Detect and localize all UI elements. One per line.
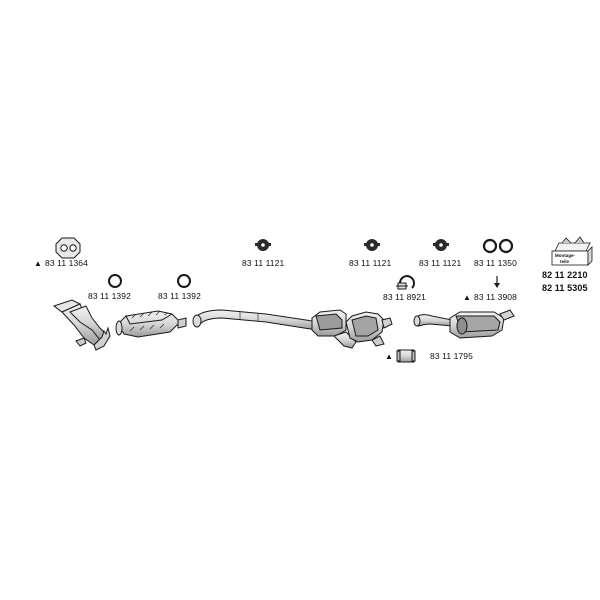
svg-text:Montage-: Montage-	[555, 253, 575, 258]
part-number-flange-gasket: ▲83 11 1364	[34, 258, 88, 268]
part-number-rear-part: ▲83 11 3908	[463, 292, 517, 302]
part-number-sleeve: ▲83 11 1795	[385, 351, 473, 361]
part-number-mounting-kit-2: 82 11 5305	[542, 283, 588, 293]
part-number-rings-pair: 83 11 1350	[474, 258, 517, 268]
middle-pipe-part[interactable]	[192, 309, 319, 331]
part-number-mounting-kit-1: 82 11 2210	[542, 270, 588, 280]
triangle-marker-icon: ▲	[385, 352, 394, 361]
ring-icon-left[interactable]	[108, 274, 122, 288]
arrow-down-icon	[494, 276, 500, 288]
front-downpipe-part[interactable]	[52, 299, 111, 351]
part-number-ring-right: 83 11 1392	[158, 291, 201, 301]
rubber-hanger-icon-3[interactable]	[433, 239, 449, 251]
svg-text:teile: teile	[560, 259, 570, 264]
catalytic-converter-part[interactable]	[115, 310, 187, 338]
ring-icon-right[interactable]	[177, 274, 191, 288]
rubber-hanger-icon-1[interactable]	[255, 239, 271, 251]
part-number-hanger-1: 83 11 1121	[242, 258, 285, 268]
part-number-ring-left: 83 11 1392	[88, 291, 131, 301]
rear-silencer-part[interactable]	[413, 309, 515, 339]
connecting-sleeve-icon[interactable]	[396, 349, 416, 363]
rubber-rings-pair-icon[interactable]	[482, 238, 514, 254]
mounting-kit-box-icon[interactable]: Montage- teile	[551, 236, 593, 266]
rubber-hanger-icon-2[interactable]	[364, 239, 380, 251]
triangle-marker-icon: ▲	[463, 293, 472, 302]
part-number-hanger-2: 83 11 1121	[349, 258, 392, 268]
triangle-marker-icon: ▲	[34, 259, 43, 268]
flange-gasket-icon[interactable]	[55, 237, 81, 259]
center-silencer-part[interactable]	[311, 309, 393, 349]
part-number-clamp: 83 11 8921	[383, 292, 426, 302]
part-number-hanger-3: 83 11 1121	[419, 258, 462, 268]
clamp-icon[interactable]	[396, 275, 415, 290]
